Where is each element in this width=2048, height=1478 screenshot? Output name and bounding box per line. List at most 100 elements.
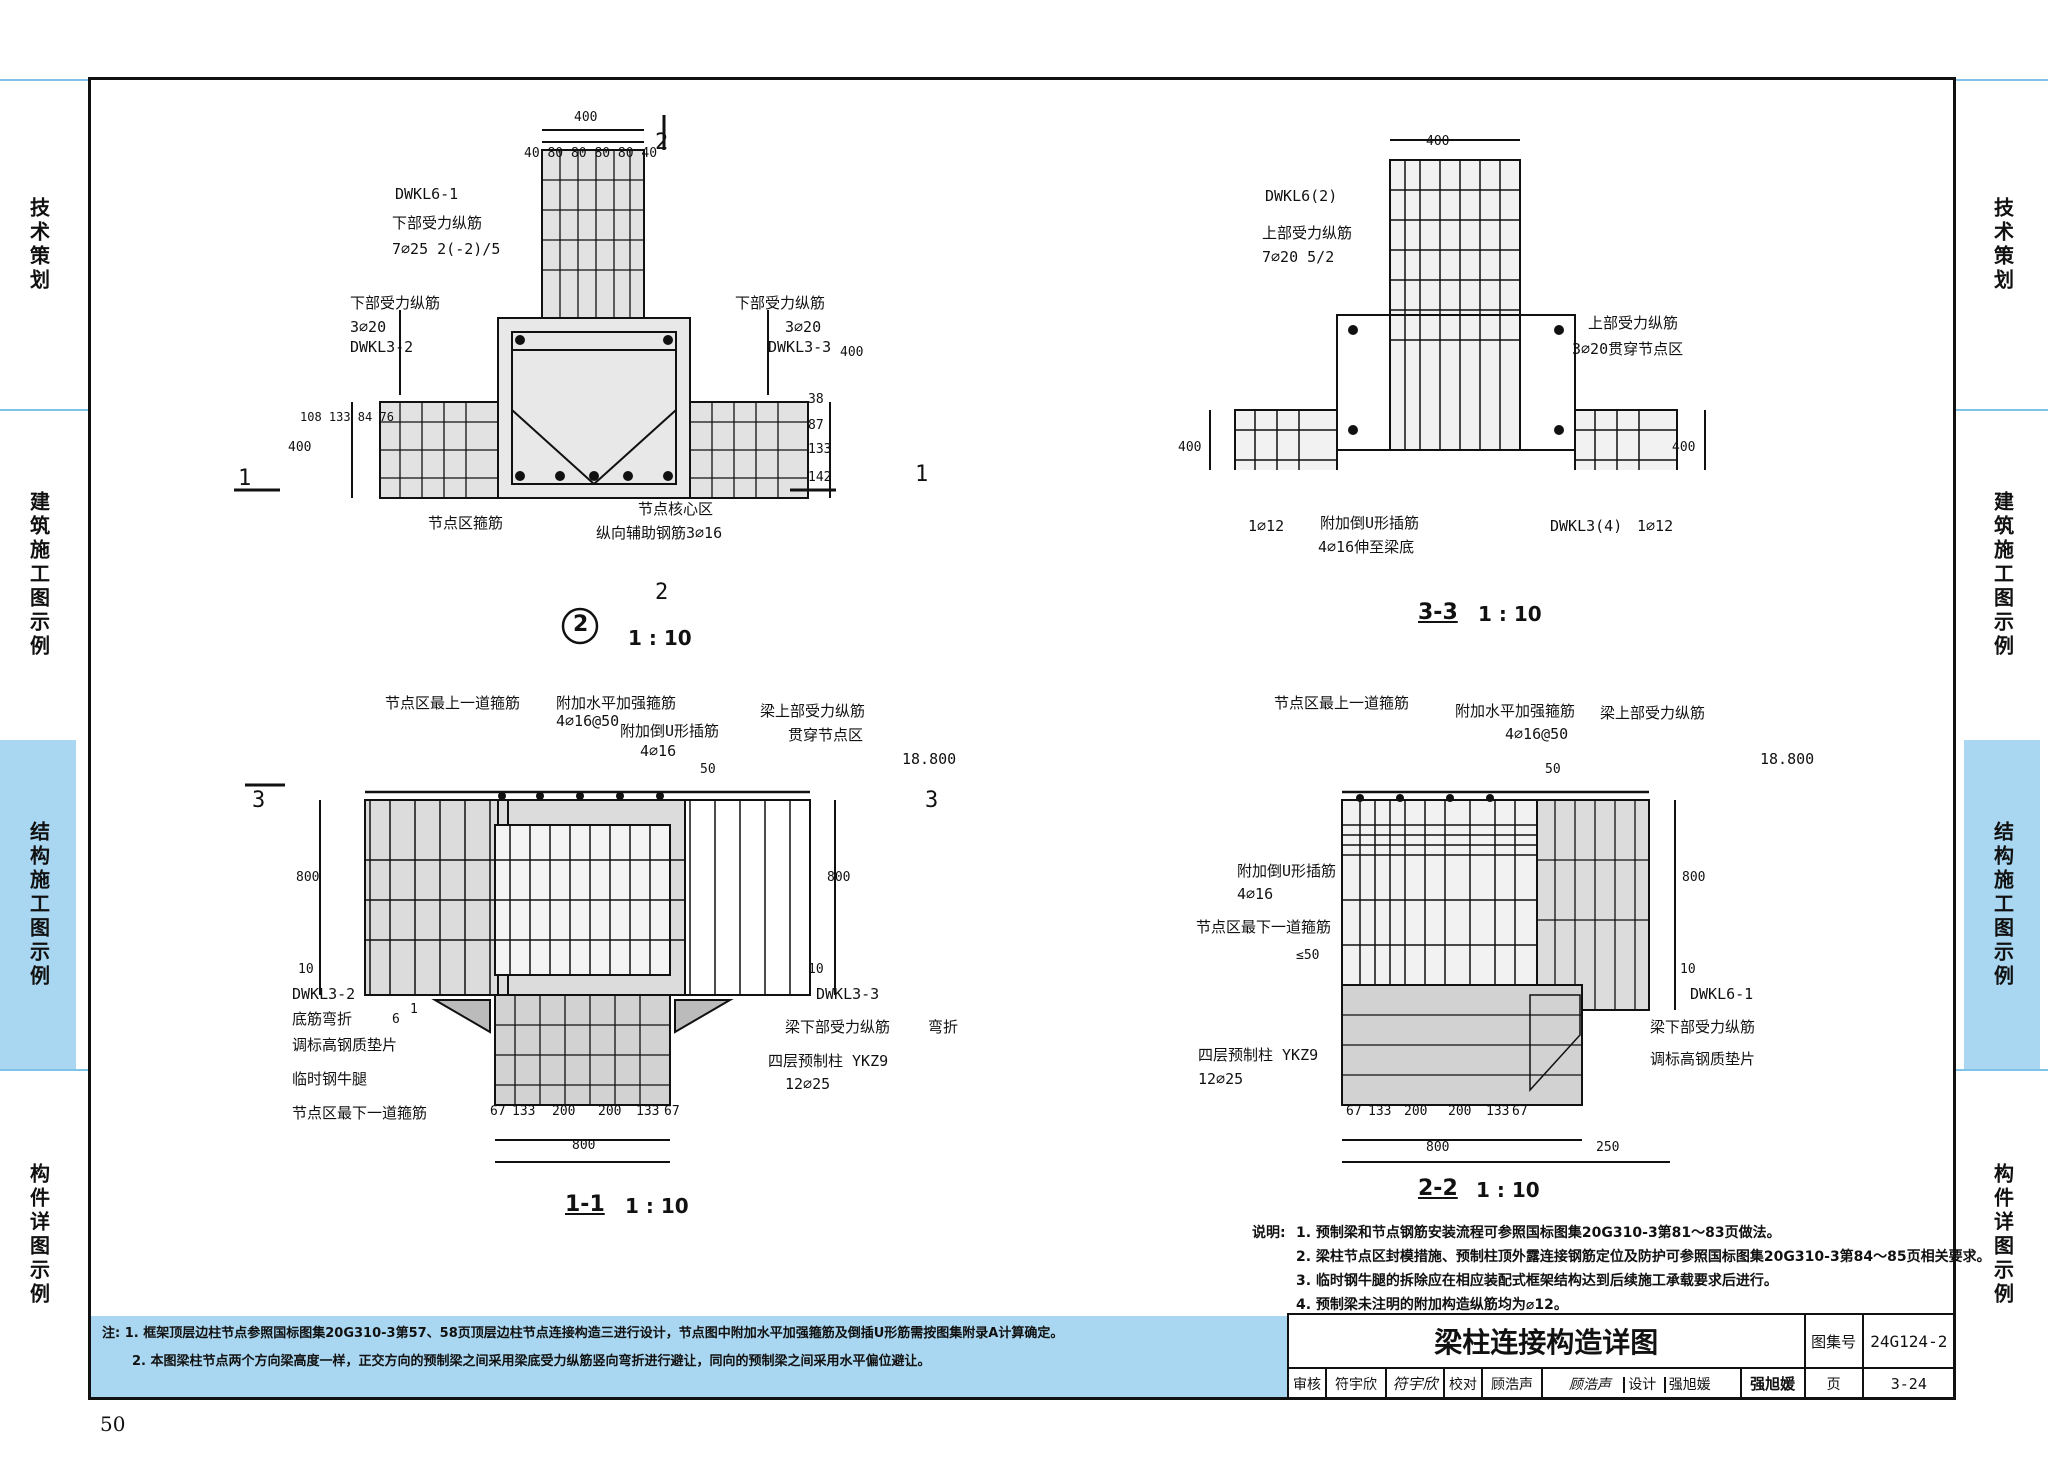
- v11-bend2: 弯折: [928, 1018, 959, 1036]
- reviewer-signature: 符宇欣: [1385, 1367, 1445, 1400]
- side-tab-right-1[interactable]: 建筑施工图示例: [1964, 410, 2040, 740]
- designer-signature: 强旭媛: [1739, 1367, 1806, 1400]
- v22-col-spec: 12⌀25: [1198, 1070, 1244, 1088]
- v33-top-spec: 7⌀20 5/2: [1262, 248, 1335, 266]
- v11-shim: 调标高钢质垫片: [292, 1036, 398, 1054]
- v11-u-head: 附加倒U形插筋: [620, 722, 720, 740]
- v22-scale: 1 : 10: [1476, 1178, 1540, 1202]
- v11-ratio: 1: [410, 1002, 418, 1017]
- v11-h10l: 10: [298, 962, 314, 977]
- v11-h800l: 800: [296, 870, 320, 885]
- reviewer-name: 符宇欣: [1325, 1367, 1387, 1400]
- v11-b2: 200: [552, 1104, 576, 1119]
- checker-signature: 顾浩声: [1568, 1376, 1611, 1393]
- v2-dim-top: 400: [574, 110, 598, 125]
- side-tab-label: 结构施工图示例: [1990, 821, 2015, 989]
- side-tab-left-0[interactable]: 技术策划: [0, 80, 76, 410]
- view-1-1-drawing: [245, 783, 836, 1163]
- v11-b0: 67: [490, 1104, 506, 1119]
- v33-u-head: 附加倒U形插筋: [1320, 514, 1420, 532]
- v22-beam-top: 梁上部受力纵筋: [1600, 704, 1706, 722]
- v2-scale: 1 : 10: [628, 626, 692, 650]
- v22-beam-bottom: 梁下部受力纵筋: [1650, 1018, 1756, 1036]
- v22-b1: 133: [1368, 1104, 1392, 1119]
- v33-dim-right: 400: [1672, 440, 1696, 455]
- v11-beam-bottom: 梁下部受力纵筋: [785, 1018, 891, 1036]
- note-line-2: 2. 本图梁柱节点两个方向梁高度一样，正交方向的预制梁之间采用梁底受力纵筋竖向弯…: [132, 1354, 931, 1369]
- v11-bend: 底筋弯折: [292, 1010, 353, 1028]
- side-tab-right-3[interactable]: 构件详图示例: [1964, 1070, 2040, 1400]
- v33-r-head: 上部受力纵筋: [1588, 314, 1679, 332]
- v11-dwkl33: DWKL3-3: [816, 985, 880, 1003]
- v11-b3: 200: [598, 1104, 622, 1119]
- desc-line-2: 2. 梁柱节点区封模措施、预制柱顶外露连接钢筋定位及防护可参照国标图集20G31…: [1296, 1249, 1991, 1265]
- v11-h800r: 800: [827, 870, 851, 885]
- v33-r-spec: 3⌀20贯穿节点区: [1572, 340, 1684, 358]
- side-tab-label: 构件详图示例: [26, 1163, 51, 1307]
- v11-beam-top2: 贯穿节点区: [788, 726, 864, 744]
- v2-dim-r-d: 142: [808, 470, 832, 485]
- v33-dim-left: 400: [1178, 440, 1202, 455]
- v11-elev: 18.800: [902, 750, 957, 768]
- v2-left-spec: 3⌀20: [350, 318, 387, 336]
- desc-line-1: 1. 预制梁和节点钢筋安装流程可参照国标图集20G310-3第81～83页做法。: [1296, 1225, 1781, 1241]
- note-line-1: 注: 1. 框架顶层边柱节点参照国标图集20G310-3第57、58页顶层边柱节…: [102, 1326, 1064, 1341]
- v11-col-spec: 12⌀25: [785, 1075, 831, 1093]
- side-tab-right-2[interactable]: 结构施工图示例: [1964, 740, 2040, 1070]
- atlas-label: 图集号: [1803, 1313, 1864, 1369]
- v22-b5: 67: [1512, 1104, 1528, 1119]
- v2-bottom1: 下部受力纵筋: [392, 214, 483, 232]
- v11-title-num: 1-1: [565, 1192, 605, 1217]
- side-tab-left-2[interactable]: 结构施工图示例: [0, 740, 76, 1070]
- v22-elev: 18.800: [1760, 750, 1815, 768]
- v33-top-head: 上部受力纵筋: [1262, 224, 1353, 242]
- atlas-number: 24G124-2: [1861, 1313, 1957, 1369]
- v22-b2: 200: [1404, 1104, 1428, 1119]
- v2-left-beam: DWKL3-2: [350, 338, 414, 356]
- desc-line-4: 4. 预制梁未注明的附加构造纵筋均为⌀12。: [1296, 1297, 1568, 1313]
- side-tab-right-0[interactable]: 技术策划: [1964, 80, 2040, 410]
- v11-d50: 50: [700, 762, 716, 777]
- drawing-frame: [88, 77, 1956, 1400]
- v22-h800: 800: [1682, 870, 1706, 885]
- v22-b0: 67: [1346, 1104, 1362, 1119]
- view-2-drawing: [234, 115, 836, 499]
- view-2-2-drawing: [1341, 790, 1676, 1163]
- design-label: 设计: [1623, 1376, 1660, 1393]
- v22-dwkl61: DWKL6-1: [1690, 985, 1754, 1003]
- v2-title-circle: [561, 607, 599, 645]
- v22-bottom-stirrup: 节点区最下一道箍筋: [1196, 918, 1332, 936]
- title-block: 梁柱连接构造详图 图集号 24G124-2 审核 符宇欣 符宇欣 校对 顾浩声 …: [1287, 1313, 1957, 1400]
- side-tab-label: 技术策划: [26, 197, 51, 293]
- v22-d-lt50: ≤50: [1296, 948, 1320, 963]
- v22-u-head: 附加倒U形插筋: [1237, 862, 1337, 880]
- page-number-cell: 3-24: [1861, 1367, 1957, 1400]
- v11-sec3-right: 3: [925, 788, 939, 813]
- page-label: 页: [1803, 1367, 1864, 1400]
- v33-scale: 1 : 10: [1478, 602, 1542, 626]
- v2-core: 节点核心区: [638, 500, 714, 518]
- v2-dim-r-a: 38: [808, 392, 824, 407]
- v11-h10r: 10: [808, 962, 824, 977]
- v11-bracket: 临时钢牛腿: [292, 1070, 368, 1088]
- v2-dwkl6: DWKL6-1: [395, 185, 459, 203]
- v22-h-stirrup: 附加水平加强箍筋: [1455, 702, 1576, 720]
- v11-b5: 67: [664, 1104, 680, 1119]
- v22-shim: 调标高钢质垫片: [1650, 1050, 1756, 1068]
- v2-dim-l400: 400: [288, 440, 312, 455]
- v2-right-beam: DWKL3-3: [768, 338, 832, 356]
- side-tab-label: 构件详图示例: [1990, 1163, 2015, 1307]
- side-tab-left-1[interactable]: 建筑施工图示例: [0, 410, 76, 740]
- v11-col: 四层预制柱 YKZ9: [768, 1052, 889, 1070]
- v11-ratio6: 6: [392, 1012, 400, 1027]
- v2-left-head: 下部受力纵筋: [350, 294, 441, 312]
- notes-box: [91, 1316, 1287, 1397]
- side-tab-left-3[interactable]: 构件详图示例: [0, 1070, 76, 1400]
- v2-sec2-top: 2: [655, 130, 669, 155]
- v22-right: 250: [1596, 1140, 1620, 1155]
- v2-sec2-bottom: 2: [655, 580, 669, 605]
- v11-total: 800: [572, 1138, 596, 1153]
- review-label: 审核: [1287, 1367, 1327, 1400]
- v11-b4: 133: [636, 1104, 660, 1119]
